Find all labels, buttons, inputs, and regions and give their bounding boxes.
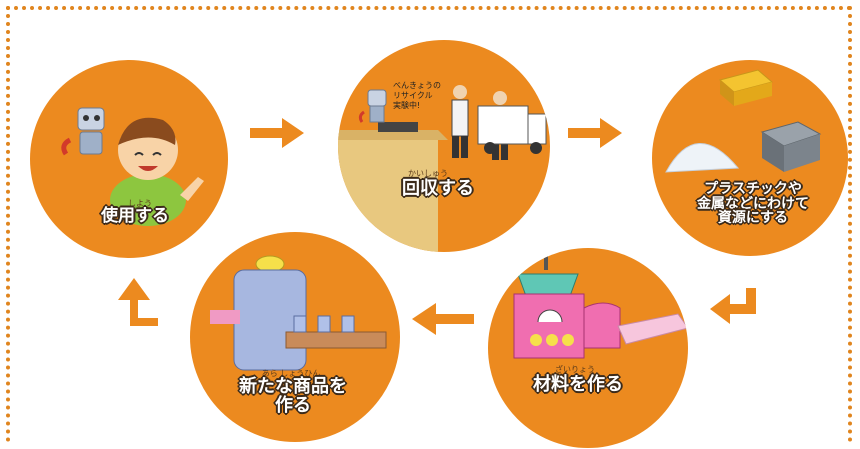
svg-text:実験中!: 実験中!: [393, 100, 420, 110]
step-new-product-line2: 作る: [275, 394, 311, 416]
step-separate-line2: 金属などにわけて: [697, 195, 809, 212]
step-new-product-circle: あら しょうひん 新たな商品を 作る: [190, 232, 400, 442]
step-separate-line1: プラスチックや: [704, 181, 802, 197]
arrow-right-2: [568, 118, 622, 148]
svg-text:リサイクル: リサイクル: [393, 91, 433, 100]
step-use-label: 使用する: [101, 206, 169, 226]
plastic-pile-icon: [665, 143, 740, 173]
mixer-machine-icon: [513, 250, 688, 359]
step-use-circle: しよう 使用する: [30, 60, 228, 258]
svg-text:べんきょうの: べんきょうの: [393, 81, 441, 90]
arrow-left: [412, 303, 474, 335]
step-separate-circle: プラスチックや 金属などにわけて 資源にする: [652, 60, 848, 256]
step-material-circle: ざいりょう 材料を作る: [488, 248, 688, 448]
arrow-down-left: [710, 288, 756, 324]
step-separate-label: プラスチックや 金属などにわけて 資源にする: [678, 182, 828, 226]
step-material-label: 材料を作る: [533, 374, 623, 395]
step-collect-label: 回収する: [402, 178, 474, 199]
robot-icon: [61, 107, 105, 156]
step-use-ruby: しよう: [128, 199, 152, 208]
robot-icon: [358, 89, 387, 123]
step-collect-circle: べんきょうの リサイクル 実験中! かいしゅう 回収する: [338, 40, 550, 252]
metal-bars-icon: [760, 121, 822, 172]
factory-machine-icon: [204, 240, 387, 371]
recycle-bin-icon: べんきょうの リサイクル 実験中!: [338, 81, 547, 252]
boy-icon: [61, 107, 204, 226]
step-new-product-label: 新たな商品を 作る: [228, 376, 358, 416]
step-collect-ruby: かいしゅう: [408, 169, 448, 178]
dotted-frame: [6, 6, 852, 442]
arrow-right-1: [250, 118, 304, 148]
gold-bars-icon: [665, 69, 822, 173]
step-separate-line3: 資源にする: [717, 210, 789, 227]
step-new-product-ruby: あら しょうひん: [261, 369, 321, 378]
arrow-up: [118, 278, 158, 326]
step-material-ruby: ざいりょう: [555, 365, 595, 374]
step-new-product-line1: 新たな商品を: [239, 376, 347, 397]
truck-icon: [477, 105, 547, 154]
